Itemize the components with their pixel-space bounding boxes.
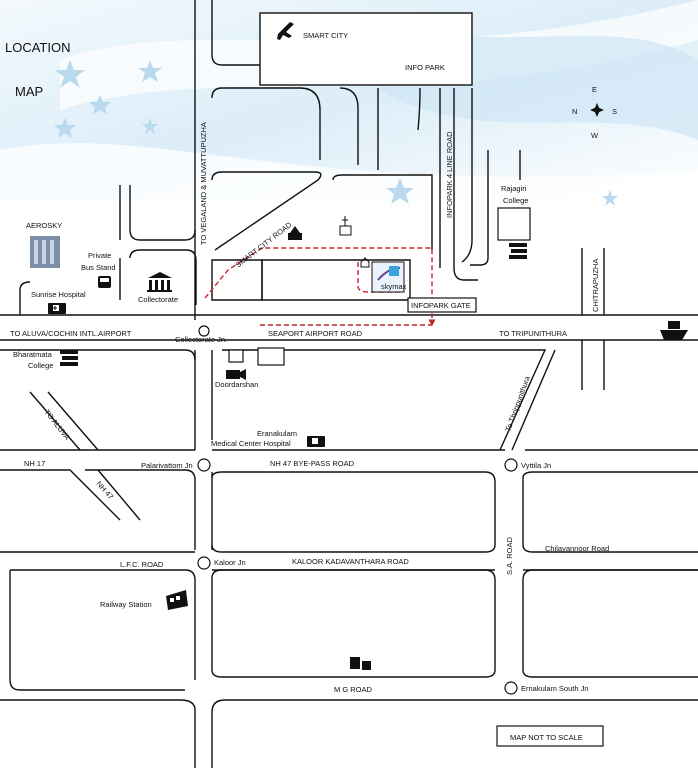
road-label-smart-city: SMART CITY ROAD (234, 220, 294, 270)
private-bus-label-1: Private (88, 251, 111, 260)
doordarshan-label: Doordarshan (215, 380, 258, 389)
home-icon (360, 257, 370, 268)
sunrise-hospital-label: Sunrise Hospital (31, 290, 86, 299)
collectorate-label: Collectorate (138, 295, 178, 304)
road-label-mg-road: M G ROAD (334, 685, 373, 694)
ambulance-icon (48, 303, 66, 314)
ambulance-icon (307, 436, 325, 447)
compass-icon (590, 103, 604, 117)
aerosky-logo: AEROSKY (26, 221, 62, 230)
road-label-chilavannoor: Chilavannoor Road (545, 544, 609, 553)
project-logo-text: skymax (381, 282, 407, 291)
road-label-kaloor-kadavanthara: KALOOR KADAVANTHARA ROAD (292, 557, 409, 566)
road-label-vegaland: TO VEGALAND & MUVATTUPUZHA (199, 122, 208, 245)
shopping-icon (350, 657, 371, 670)
junction-circle-icon (197, 325, 518, 695)
compass-east: E (592, 85, 597, 94)
ernakulam-south-label: Ernakulam South Jn (521, 684, 589, 693)
train-icon (166, 590, 188, 610)
temple-icon (288, 226, 302, 240)
collectorate-jn-label: Collectorate Jn. (175, 335, 227, 344)
road-label-to-aluva: TO ALUVA (42, 408, 71, 442)
tv-camera-icon (226, 369, 246, 380)
smart-city-block (259, 12, 473, 86)
collectorate-icon (147, 272, 172, 292)
road-label-nh17: NH 17 (24, 459, 45, 468)
road-label-to-tripunithura: TO TRIPUNITHURA (499, 329, 567, 338)
bus-icon (98, 276, 111, 288)
title-line1: LOCATION (5, 40, 71, 55)
scale-note: MAP NOT TO SCALE (510, 733, 583, 742)
rajagiri-block (497, 207, 531, 241)
bharatmata-label-1: Bharatmata (13, 350, 53, 359)
ship-icon (660, 321, 688, 340)
road-label-infopark-line: INFOPARK 4 LINE ROAD (445, 131, 454, 218)
eranakulam-med-label-2: Medical Center Hospital (211, 439, 291, 448)
kaloor-jn-label: Kaloor Jn (214, 558, 246, 567)
vyttila-label: Vyttila Jn (521, 461, 551, 470)
infopark-gate-label: INFOPARK GATE (411, 301, 471, 310)
doordarshan-block (228, 349, 244, 363)
bharatmata-label-2: College (28, 361, 53, 370)
railway-label: Railway Station (100, 600, 152, 609)
road-label-to-aluva-airport: TO ALUVA/COCHIN INTL.AIRPORT (10, 329, 132, 338)
road-label-to-thrippunithura: To Thrippunithura (503, 374, 532, 433)
rajagiri-label-2: College (503, 196, 528, 205)
compass-north: N (572, 107, 577, 116)
building-icon (30, 236, 60, 268)
airplane-icon (277, 22, 294, 40)
scale-note-box (496, 725, 604, 747)
smart-city-label: SMART CITY (303, 31, 348, 40)
doordarshan-block-2 (257, 347, 285, 366)
palarivattom-label: Palarivattom Jn (141, 461, 193, 470)
church-icon (339, 216, 352, 236)
infopark-gate-box (407, 297, 477, 313)
road-label-sa-road: S.A. ROAD (505, 536, 514, 575)
decor-stars (54, 60, 618, 206)
rajagiri-label-1: Rajagiri (501, 184, 527, 193)
road-label-nh47-bypass: NH 47 BYE-PASS ROAD (270, 459, 355, 468)
road-label-seaport: SEAPORT AIRPORT ROAD (268, 329, 363, 338)
road-label-lfc: L.F.C. ROAD (120, 560, 164, 569)
compass-south: S (612, 107, 617, 116)
eranakulam-med-label-1: Eranakulam (257, 429, 297, 438)
title-line2: MAP (15, 84, 43, 99)
route-path (204, 247, 436, 327)
road-label-chitrapuzha: CHITRAPUZHA (591, 259, 600, 312)
private-bus-label-2: Bus Stand (81, 263, 116, 272)
info-park-label: INFO PARK (405, 63, 445, 72)
school-icon (509, 243, 527, 259)
compass-west: W (591, 131, 599, 140)
school-icon (60, 350, 78, 366)
